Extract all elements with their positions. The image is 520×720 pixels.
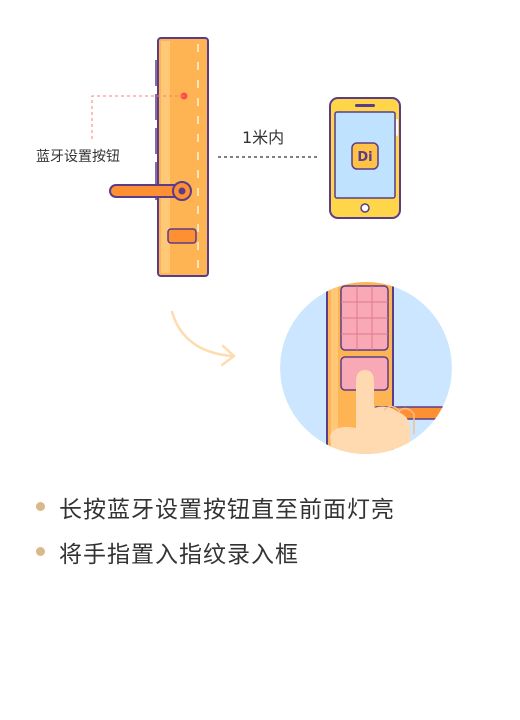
curved-arrow-icon <box>170 310 236 367</box>
instruction-item: 长按蓝牙设置按钮直至前面灯亮 <box>36 484 496 529</box>
callout-line <box>91 95 184 140</box>
instruction-text: 长按蓝牙设置按钮直至前面灯亮 <box>59 496 395 523</box>
bullet-icon <box>36 502 45 511</box>
door-lock <box>155 37 209 277</box>
zoom-detail <box>280 282 452 454</box>
instruction-list: 长按蓝牙设置按钮直至前面灯亮 将手指置入指纹录入框 <box>36 484 496 574</box>
lock-pairing-illustration: 蓝牙设置按钮 1米内 Di <box>36 37 452 454</box>
bullet-icon <box>36 547 45 556</box>
door-handle <box>109 181 192 201</box>
distance-label: 1米内 <box>242 128 284 147</box>
bluetooth-button-label: 蓝牙设置按钮 <box>36 149 120 165</box>
finger-icon <box>330 370 415 454</box>
app-logo-text: Di <box>357 150 372 165</box>
app-logo-icon: Di <box>351 142 379 170</box>
keypad-icon <box>340 285 389 351</box>
lock-fingerprint-slot <box>167 228 197 244</box>
instruction-item: 将手指置入指纹录入框 <box>36 529 496 574</box>
instruction-text: 将手指置入指纹录入框 <box>59 541 299 568</box>
